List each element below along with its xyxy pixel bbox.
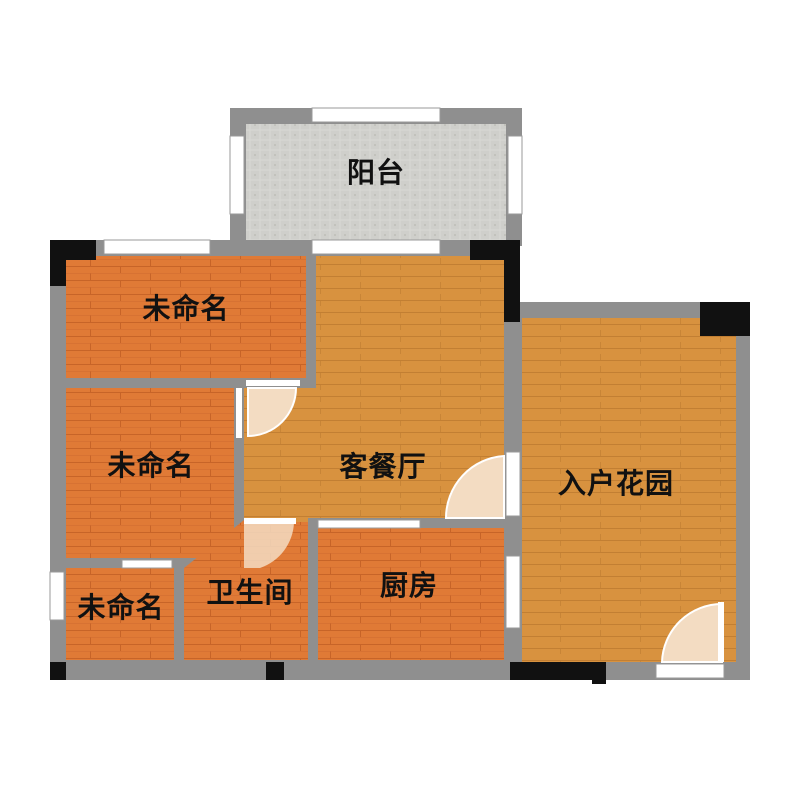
balcony-window-left bbox=[229, 135, 245, 215]
room-label-bathroom: 卫生间 bbox=[206, 576, 294, 609]
room-label-kitchen: 厨房 bbox=[379, 569, 439, 602]
column-1 bbox=[50, 240, 96, 260]
garden-floor bbox=[522, 318, 736, 662]
column-4 bbox=[504, 260, 520, 322]
kitchen-window-right bbox=[505, 555, 521, 629]
bedroom3-floor bbox=[66, 568, 174, 660]
bedroom1-window bbox=[103, 239, 211, 255]
living-floor bbox=[244, 256, 504, 522]
balcony-window-right bbox=[507, 135, 523, 215]
kitchen-floor bbox=[318, 528, 504, 660]
column-8 bbox=[510, 662, 596, 680]
garden-door-arc bbox=[660, 602, 723, 663]
room-label-balcony: 阳台 bbox=[346, 156, 406, 189]
bathroom-door-arc bbox=[244, 522, 294, 568]
living-window-right bbox=[505, 451, 521, 517]
column-7 bbox=[266, 662, 284, 680]
column-2 bbox=[50, 260, 66, 286]
column-9 bbox=[592, 662, 606, 684]
bathroom-floor bbox=[184, 568, 308, 660]
living-door-arc bbox=[444, 454, 505, 519]
bedroom2-floor bbox=[66, 388, 234, 558]
balcony-window-top bbox=[311, 107, 441, 123]
bedroom3-top-window bbox=[121, 559, 173, 569]
kitchen-top-window bbox=[317, 519, 421, 529]
room-label-bedroom3: 未命名 bbox=[77, 591, 165, 624]
room-label-living: 客餐厅 bbox=[339, 450, 427, 483]
bedroom3-window bbox=[49, 571, 65, 621]
room-label-bedroom1: 未命名 bbox=[142, 292, 230, 325]
bedroom-door-leaf bbox=[246, 380, 300, 386]
column-5 bbox=[700, 302, 750, 336]
room-label-bedroom2: 未命名 bbox=[107, 449, 195, 482]
bedroom-door-arc bbox=[247, 387, 298, 438]
bedroom1-floor bbox=[66, 256, 306, 378]
column-6 bbox=[50, 662, 66, 680]
room-label-garden: 入户花园 bbox=[557, 467, 675, 500]
column-3 bbox=[470, 240, 520, 260]
garden-door-bottom bbox=[655, 663, 725, 679]
bedroom2-door-leaf bbox=[236, 388, 242, 438]
balcony-floor bbox=[246, 124, 506, 242]
bathroom-door-leaf bbox=[244, 518, 296, 524]
garden-door-leaf bbox=[718, 602, 724, 662]
living-balcony-door bbox=[311, 239, 441, 255]
